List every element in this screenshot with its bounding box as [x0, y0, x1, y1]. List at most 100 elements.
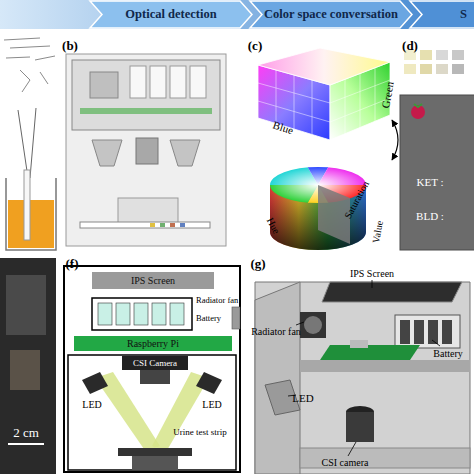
- base-plate: [300, 448, 470, 468]
- banner-band: [0, 0, 474, 29]
- part-label: IPS Screen: [350, 269, 394, 279]
- optical-chamber: [68, 355, 236, 470]
- chevron-fill: [90, 1, 252, 28]
- bond-sketch: [20, 70, 48, 92]
- strip-pad: [160, 223, 165, 227]
- part-label: LED: [82, 400, 101, 410]
- battery-cell: [134, 303, 148, 325]
- panel-label: (g): [250, 257, 265, 270]
- side-wall: [255, 282, 300, 474]
- strip-pad: [150, 223, 155, 227]
- camera-lens: [140, 370, 170, 384]
- strip-pad: [170, 223, 175, 227]
- battery-cell: [190, 66, 206, 98]
- upper-compartment: [72, 60, 220, 130]
- urine-strip: [80, 222, 210, 228]
- color-patch: [404, 64, 416, 74]
- color-patch: [452, 50, 464, 60]
- node-text: Raspberry Pi: [127, 339, 179, 349]
- color-patch: [404, 50, 416, 60]
- leader-line: [372, 280, 373, 288]
- part-label: CSI camera: [322, 458, 369, 468]
- color-patch: [436, 50, 448, 60]
- color-patch: [436, 64, 448, 74]
- battery-cell: [170, 303, 184, 325]
- part-label: CSI Camera: [133, 359, 177, 368]
- battery-cell: [150, 66, 166, 98]
- fan-vent: [232, 307, 240, 329]
- battery-cell: [170, 66, 186, 98]
- panel-label: (f): [66, 257, 79, 270]
- panel-label: (b): [62, 39, 78, 52]
- led-symbol: [196, 372, 222, 394]
- cube-face: [258, 48, 390, 85]
- panel-label: (c): [248, 39, 262, 52]
- fan-blade: [304, 316, 322, 334]
- battery-cell: [98, 303, 112, 325]
- conversion-arrow: [392, 120, 398, 160]
- cube-grid: [258, 70, 330, 134]
- device-housing: [66, 54, 226, 246]
- battery-cell: [442, 320, 452, 344]
- csi-camera: [346, 412, 374, 442]
- photo-detail: [6, 275, 46, 335]
- enclosure-frame: [64, 266, 240, 472]
- part-label: LED: [202, 400, 221, 410]
- node-text: IPS Screen: [131, 276, 175, 286]
- ips-screen: [322, 282, 462, 302]
- axis-label: Value: [371, 220, 385, 244]
- chevron-fill: [250, 1, 412, 28]
- raspberry-logo: [411, 105, 425, 119]
- battery-cell: [116, 303, 130, 325]
- part-label: Radiator fan: [251, 327, 301, 337]
- node-text: Optical detection: [125, 8, 216, 21]
- shelf: [300, 360, 470, 372]
- axis-label: Green: [380, 81, 395, 109]
- led-cone: [170, 140, 200, 166]
- screen-box: IPS Screen: [92, 272, 214, 289]
- part-label: Radiator fan: [196, 296, 238, 305]
- battery-cell: [400, 320, 410, 344]
- strip-pad: [180, 223, 185, 227]
- camera-board: [122, 356, 188, 370]
- enclosure-wall: [255, 282, 470, 474]
- battery-cell: [130, 66, 146, 98]
- battery-pack: [92, 298, 192, 330]
- part-label: Battery: [196, 314, 221, 323]
- chevron-fill: [410, 1, 474, 28]
- strip-base: [132, 456, 178, 470]
- camera-body: [136, 138, 158, 164]
- color-patch: [420, 64, 432, 74]
- board-port: [350, 340, 368, 348]
- leader-line: [432, 340, 440, 346]
- raspberry-leaf: [414, 104, 422, 107]
- stage-chevron: S: [410, 1, 474, 28]
- color-patch: [452, 64, 464, 74]
- node-text: Color space conversation: [264, 8, 398, 21]
- part-label: Urine test strip: [173, 428, 227, 437]
- screen-text: BLD :: [416, 211, 444, 222]
- test-strip: [24, 170, 30, 240]
- battery-cell: [152, 303, 166, 325]
- pipette: [18, 108, 36, 178]
- led-cone: [92, 140, 122, 166]
- leader-line: [296, 322, 304, 325]
- panel-label: (d): [402, 39, 418, 52]
- pi-board: [320, 345, 420, 360]
- part-label: Battery: [433, 349, 462, 359]
- battery-cell: [414, 320, 424, 344]
- battery-box: [395, 315, 460, 348]
- device-photo: [0, 258, 56, 474]
- leader-line: [348, 442, 356, 456]
- color-patch: [420, 50, 432, 60]
- part-label: LED: [292, 393, 313, 404]
- orange-solution: [8, 200, 54, 248]
- result-screen: [400, 95, 474, 250]
- circuit-board: [80, 108, 212, 114]
- strip-slot: [118, 448, 192, 456]
- scale-bar: [8, 443, 44, 445]
- board-box: Raspberry Pi: [74, 336, 232, 351]
- formula-sketch: [4, 38, 55, 60]
